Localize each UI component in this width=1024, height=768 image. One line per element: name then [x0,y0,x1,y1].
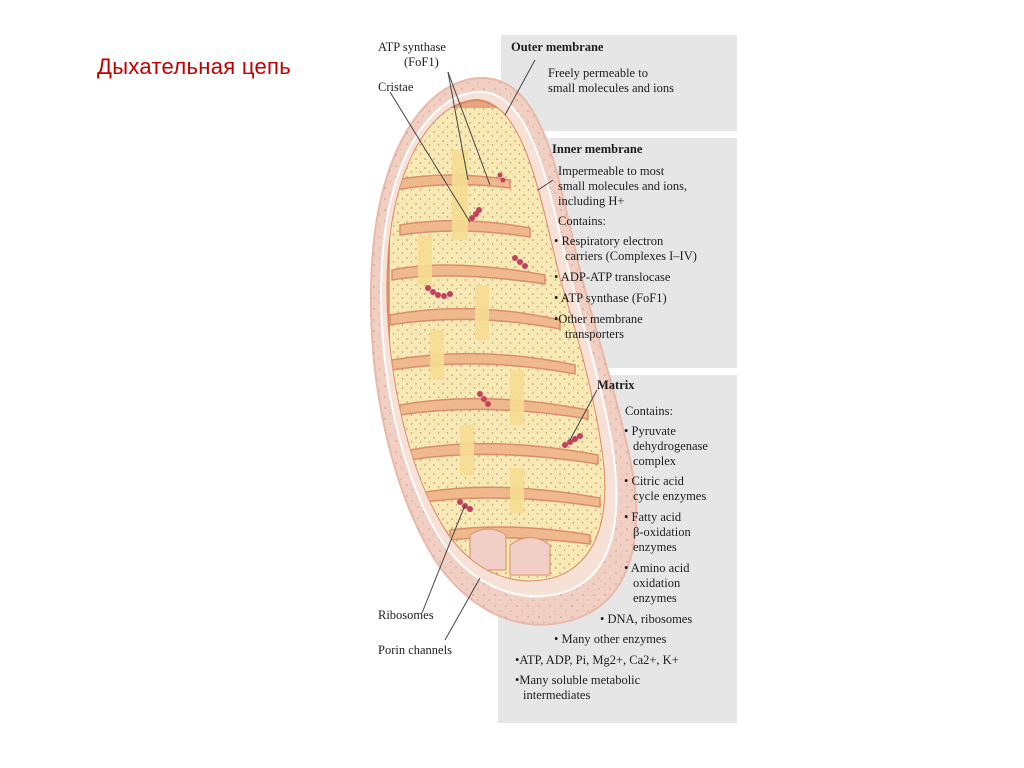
matrix-item: • Citric acid [624,474,684,488]
matrix-item: β-oxidation [633,525,691,539]
inner-membrane-item: transporters [565,327,625,341]
inner-membrane-item: • ATP synthase (FoF1) [554,291,667,305]
matrix-title: Matrix [597,378,635,392]
matrix-item: •Many soluble metabolic [515,673,641,687]
outer-membrane-panel [501,35,737,131]
matrix-item: enzymes [633,591,677,605]
inner-membrane-item: •Other membrane [554,312,643,326]
outer-membrane-line1: Freely permeable to [548,66,648,80]
atp-synthase-label-line1: ATP synthase [378,40,446,54]
matrix-item: • Many other enzymes [554,632,667,646]
inner-membrane-line1: Impermeable to most [558,164,665,178]
matrix-item: • Amino acid [624,561,690,575]
porin-channels-label: Porin channels [378,643,452,657]
matrix-item: enzymes [633,540,677,554]
matrix-item: • Pyruvate [624,424,676,438]
inner-membrane-item: carriers (Complexes I–IV) [565,249,697,263]
matrix-item: •ATP, ADP, Pi, Mg2+, Ca2+, K+ [515,653,679,667]
inner-membrane-item: • ADP-ATP translocase [554,270,671,284]
matrix-item: complex [633,454,677,468]
atp-synthase-label-line2: (FoF1) [404,55,439,69]
cristae-label: Cristae [378,80,414,94]
mitochondrion-figure: ATP synthase (FoF1) Cristae Ribosomes Po… [360,30,740,730]
inner-membrane-line3: including H+ [558,194,625,208]
inner-membrane-contains: Contains: [558,214,606,228]
matrix-item: • Fatty acid [624,510,682,524]
ribosomes-label: Ribosomes [378,608,434,622]
inner-membrane-title: Inner membrane [552,142,643,156]
outer-membrane-title: Outer membrane [511,40,604,54]
matrix-item: intermediates [523,688,591,702]
inner-membrane-item: • Respiratory electron [554,234,664,248]
matrix-item: • DNA, ribosomes [600,612,693,626]
outer-membrane-line2: small molecules and ions [548,81,675,95]
matrix-item: cycle enzymes [633,489,707,503]
matrix-contains: Contains: [625,404,673,418]
matrix-item: oxidation [633,576,681,590]
matrix-item: dehydrogenase [633,439,708,453]
inner-membrane-line2: small molecules and ions, [558,179,688,193]
mitochondrion-illustration [369,59,638,641]
slide-title: Дыхательная цепь [97,54,292,79]
